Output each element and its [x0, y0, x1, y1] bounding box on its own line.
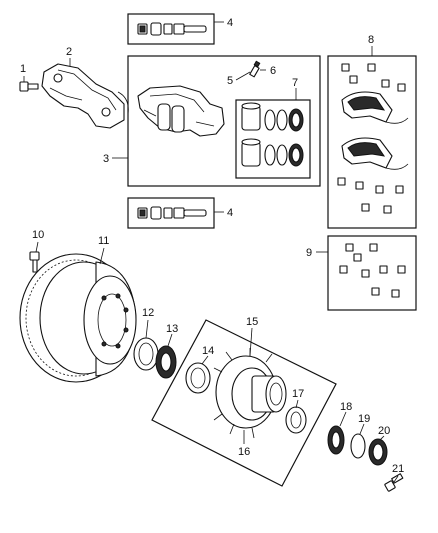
callout-6: 6 [270, 65, 276, 77]
callout-17: 17 [292, 388, 304, 400]
box-guide-pin-kit-bottom [127, 197, 215, 229]
callout-21: 21 [392, 463, 404, 475]
callout-10: 10 [32, 229, 44, 241]
retaining-bolt [384, 473, 404, 492]
inner-bearing [327, 425, 345, 455]
box-caliper-assembly [127, 55, 321, 187]
guide-pin-kit-top [137, 22, 207, 36]
inner-bearing-race [285, 406, 307, 434]
box-piston-seal-kit [235, 99, 311, 179]
callout-8: 8 [368, 34, 374, 46]
callout-14: 14 [202, 345, 214, 357]
box-hub-assembly [151, 319, 337, 487]
box-guide-pin-kit-top [127, 13, 215, 45]
callout-5: 5 [227, 75, 233, 87]
box-hardware-kit [327, 235, 417, 311]
callout-7: 7 [292, 77, 298, 89]
outer-bearing-race [133, 337, 159, 371]
brake-caliper [137, 85, 225, 137]
hub-seal [185, 362, 211, 394]
callout-18: 18 [340, 401, 352, 413]
callout-12: 12 [142, 307, 154, 319]
callout-20: 20 [378, 425, 390, 437]
callout-19: 19 [358, 413, 370, 425]
callout-2: 2 [66, 46, 72, 58]
pad-hardware-kit [339, 243, 406, 298]
bleeder-screw [249, 60, 261, 78]
rotor-bolt [29, 251, 40, 273]
caliper-anchor-bracket [41, 63, 129, 129]
washer [350, 433, 366, 459]
callout-11: 11 [98, 235, 109, 247]
guide-pin-kit-bottom [137, 206, 207, 220]
callout-4a: 4 [227, 17, 233, 29]
anchor-bolt [19, 81, 39, 92]
callout-3: 3 [103, 153, 109, 165]
callout-9: 9 [306, 247, 312, 259]
outer-bearing [155, 345, 177, 379]
wheel-hub [213, 348, 287, 439]
spindle-nut [368, 438, 388, 466]
callout-16: 16 [238, 446, 250, 458]
callout-4b: 4 [227, 207, 233, 219]
brake-rotor [19, 253, 137, 383]
brake-pad-set [337, 63, 409, 214]
callout-13: 13 [166, 323, 178, 335]
caliper-pistons-seals [241, 102, 304, 167]
callout-15: 15 [246, 316, 258, 328]
callout-1: 1 [20, 63, 26, 75]
